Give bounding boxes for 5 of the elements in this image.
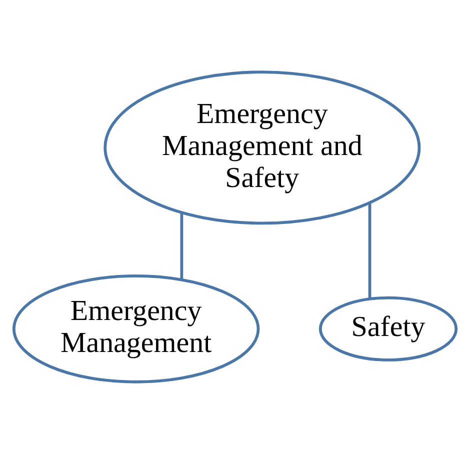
node-ellipse: Safety xyxy=(318,296,458,361)
connector xyxy=(368,202,372,299)
node-ellipse: Emergency Management xyxy=(12,274,260,383)
connector xyxy=(180,212,184,279)
node-ellipse: Emergency Management and Safety xyxy=(104,70,421,224)
